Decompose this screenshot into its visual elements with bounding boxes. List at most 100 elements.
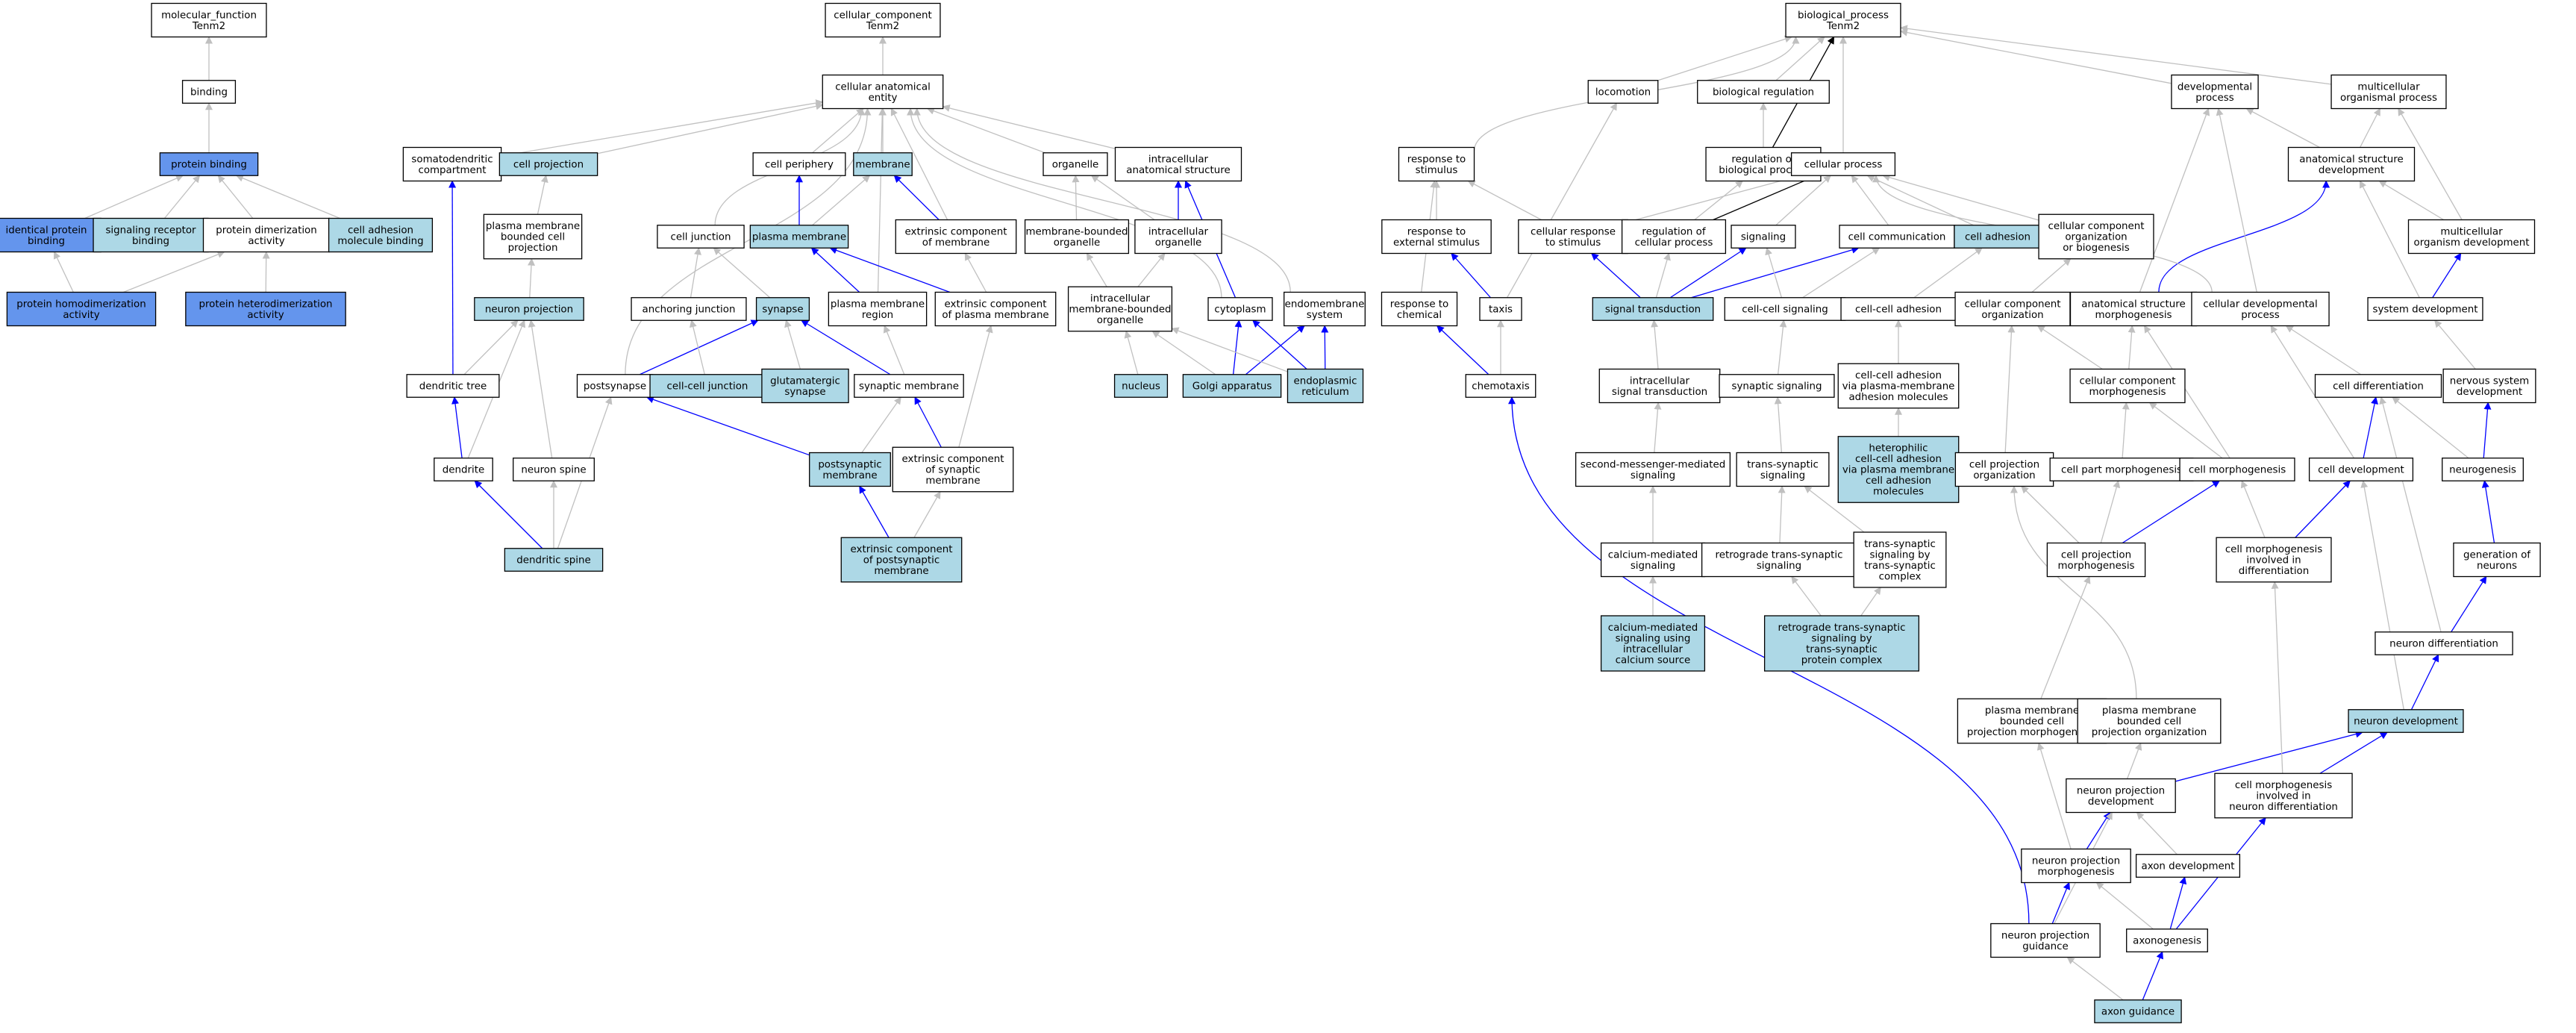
term-node-cell-projection[interactable]: cell projection	[498, 152, 598, 176]
term-node-cell-morphogenesis[interactable]: cell morphogenesis	[2179, 458, 2295, 481]
term-node-neurogenesis[interactable]: neurogenesis	[2442, 458, 2524, 481]
term-node-biological-regulation[interactable]: biological regulation	[1697, 80, 1830, 104]
term-node-neuron-projection[interactable]: neuron projection	[474, 297, 584, 321]
term-node-cell-communication[interactable]: cell communication	[1839, 225, 1955, 249]
term-node-axonogenesis[interactable]: axonogenesis	[2126, 929, 2208, 952]
term-node-protein-binding[interactable]: protein binding	[159, 152, 259, 176]
term-node-synapse[interactable]: synapse	[755, 297, 810, 321]
term-node-neuron-development[interactable]: neuron development	[2348, 709, 2464, 733]
term-node-cell-part-morphogenesis[interactable]: cell part morphogenesis	[2049, 458, 2194, 481]
term-node-dendrite[interactable]: dendrite	[434, 458, 493, 481]
term-node-cell-cell-signaling[interactable]: cell-cell signaling	[1724, 297, 1846, 321]
term-node-golgi[interactable]: Golgi apparatus	[1182, 374, 1282, 398]
term-node-cytoplasm[interactable]: cytoplasm	[1207, 297, 1273, 321]
term-node-synaptic-membrane[interactable]: synaptic membrane	[854, 374, 964, 398]
term-node-cell-cell-adhesion[interactable]: cell-cell adhesion	[1840, 297, 1957, 321]
term-node-nucleus[interactable]: nucleus	[1113, 374, 1169, 398]
term-node-dendritic-spine[interactable]: dendritic spine	[504, 548, 604, 572]
term-node-axon-development[interactable]: axon development	[2135, 854, 2241, 878]
term-node-cell-development[interactable]: cell development	[2308, 458, 2414, 481]
term-node-cell-differentiation[interactable]: cell differentiation	[2314, 374, 2442, 398]
term-node-axon-guidance[interactable]: axon guidance	[2094, 999, 2182, 1023]
term-node-taxis[interactable]: taxis	[1479, 297, 1522, 321]
term-node-organelle[interactable]: organelle	[1042, 152, 1108, 176]
term-node-chemotaxis[interactable]: chemotaxis	[1465, 374, 1536, 398]
term-node-cell-junction[interactable]: cell junction	[657, 225, 745, 249]
term-node-cell-adhesion[interactable]: cell adhesion	[1954, 225, 2042, 249]
term-node-binding[interactable]: binding	[181, 80, 237, 104]
term-node-cell-periphery[interactable]: cell periphery	[752, 152, 846, 176]
term-node-signaling[interactable]: signaling	[1731, 225, 1796, 249]
term-node-postsynapse[interactable]: postsynapse	[576, 374, 654, 398]
term-node-anchoring-junction[interactable]: anchoring junction	[631, 297, 747, 321]
term-node-cell-cell-junction[interactable]: cell-cell junction	[649, 374, 766, 398]
term-node-plasma-membrane[interactable]: plasma membrane	[749, 225, 849, 249]
term-node-neuron-differentiation[interactable]: neuron differentiation	[2375, 631, 2513, 655]
term-node-locomotion[interactable]: locomotion	[1587, 80, 1659, 104]
term-node-dendritic-tree[interactable]: dendritic tree	[406, 374, 500, 398]
term-node-signal-transduction[interactable]: signal transduction	[1592, 297, 1714, 321]
term-node-cellular-process[interactable]: cellular process	[1790, 152, 1896, 176]
term-node-synaptic-signaling[interactable]: synaptic signaling	[1719, 374, 1835, 398]
term-node-membrane[interactable]: membrane	[853, 152, 913, 176]
term-node-system-development[interactable]: system development	[2367, 297, 2483, 321]
